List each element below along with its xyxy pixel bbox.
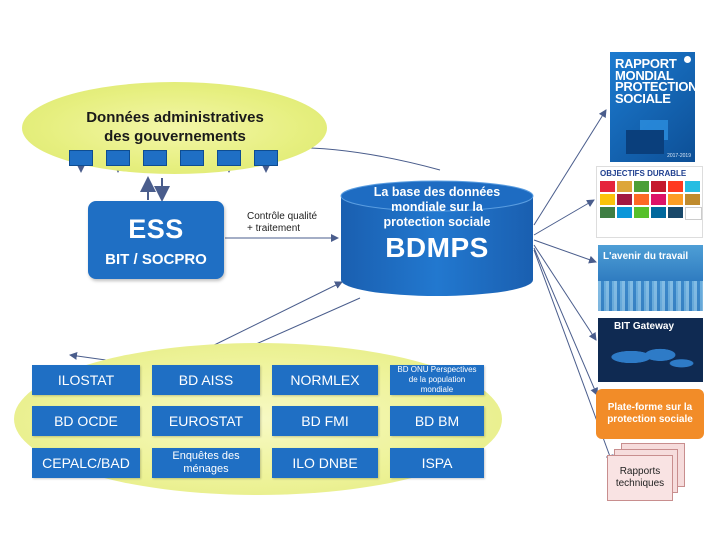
bdmps-line3: protection sociale xyxy=(383,215,491,229)
gov-data-square xyxy=(217,150,241,166)
sdg-goal-icon xyxy=(651,207,666,218)
sdg-goal-icon xyxy=(685,181,700,192)
gov-data-square xyxy=(254,150,278,166)
sdg-goal-icon xyxy=(617,207,632,218)
technical-reports: Rapports techniques xyxy=(607,455,673,501)
sdg-goal-icon xyxy=(600,194,615,205)
future-of-work-thumbnail: L'avenir du travail xyxy=(598,245,703,311)
source-bd-onu-perspectives-de-la-population-mondiale: BD ONU Perspectives de la population mon… xyxy=(390,365,484,395)
quality-control-label: Contrôle qualité + traitement xyxy=(247,211,347,235)
ilo-logo-icon xyxy=(684,56,691,63)
world-report-cover: RAPPORT MONDIAL PROTECTION SOCIALE 2017-… xyxy=(610,52,695,162)
sdg-goal-icon xyxy=(600,207,615,218)
source-ilo-dnbe: ILO DNBE xyxy=(272,448,378,478)
bdmps-cylinder xyxy=(340,180,534,296)
quality-line2: + traitement xyxy=(247,223,301,234)
gov-data-square xyxy=(69,150,93,166)
gov-data-square xyxy=(143,150,167,166)
source-cepalc-bad: CEPALC/BAD xyxy=(32,448,140,478)
sdg-goal-icon xyxy=(651,181,666,192)
sdg-thumbnail: OBJECTIFS DURABLE xyxy=(596,166,703,238)
sdg-goal-icon xyxy=(668,181,683,192)
sdg-goal-icon xyxy=(685,194,700,205)
sdg-goal-icon xyxy=(685,207,702,220)
bdmps-line2: mondiale sur la xyxy=(391,200,483,214)
ess-title: ESS xyxy=(128,214,184,244)
arrow-ellipse-bdmps xyxy=(199,281,343,353)
source-eurostat: EUROSTAT xyxy=(152,406,260,436)
source-ispa: ISPA xyxy=(390,448,484,478)
gov-data-square xyxy=(106,150,130,166)
sdg-header: OBJECTIFS DURABLE xyxy=(600,169,687,178)
sdg-goal-icon xyxy=(634,194,649,205)
sdg-goal-icon xyxy=(651,194,666,205)
gov-title-line2: des gouvernements xyxy=(104,128,246,145)
sdg-goal-icon xyxy=(600,181,615,192)
sdg-goal-icon xyxy=(617,194,632,205)
gateway-label: BIT Gateway xyxy=(614,321,675,332)
sdg-icon-grid xyxy=(600,181,702,220)
source-bd-bm: BD BM xyxy=(390,406,484,436)
crowd-image xyxy=(598,281,703,311)
report-years: 2017-2019 xyxy=(667,153,691,159)
source-ilostat: ILOSTAT xyxy=(32,365,140,395)
ess-subtitle: BIT / SOCPRO xyxy=(105,251,207,268)
sdg-goal-icon xyxy=(617,181,632,192)
sdg-goal-icon xyxy=(634,207,649,218)
social-protection-platform: Plate-forme sur la protection sociale xyxy=(596,389,704,439)
bdmps-line1: La base des données xyxy=(373,185,501,199)
gov-data-title: Données administratives des gouvernement… xyxy=(70,108,280,146)
source-bd-ocde: BD OCDE xyxy=(32,406,140,436)
source-normlex: NORMLEX xyxy=(272,365,378,395)
world-map-image xyxy=(602,336,699,378)
bdmps-acronym: BDMPS xyxy=(385,232,489,263)
ilo-gateway-thumbnail: BIT Gateway xyxy=(598,318,703,382)
source-enqu-tes-des-m-nages: Enquêtes des ménages xyxy=(152,448,260,478)
gov-title-line1: Données administratives xyxy=(86,109,264,126)
sdg-goal-icon xyxy=(634,181,649,192)
report-title: RAPPORT MONDIAL PROTECTION SOCIALE xyxy=(615,56,695,106)
quality-line1: Contrôle qualité xyxy=(247,211,318,222)
source-bd-aiss: BD AISS xyxy=(152,365,260,395)
sdg-goal-icon xyxy=(668,194,683,205)
future-of-work-label: L'avenir du travail xyxy=(603,251,689,262)
bdmps-title: La base des données mondiale sur la prot… xyxy=(350,185,524,230)
gov-data-square xyxy=(180,150,204,166)
source-bd-fmi: BD FMI xyxy=(272,406,378,436)
ess-box: ESS BIT / SOCPRO xyxy=(88,201,224,279)
sdg-goal-icon xyxy=(668,207,683,218)
